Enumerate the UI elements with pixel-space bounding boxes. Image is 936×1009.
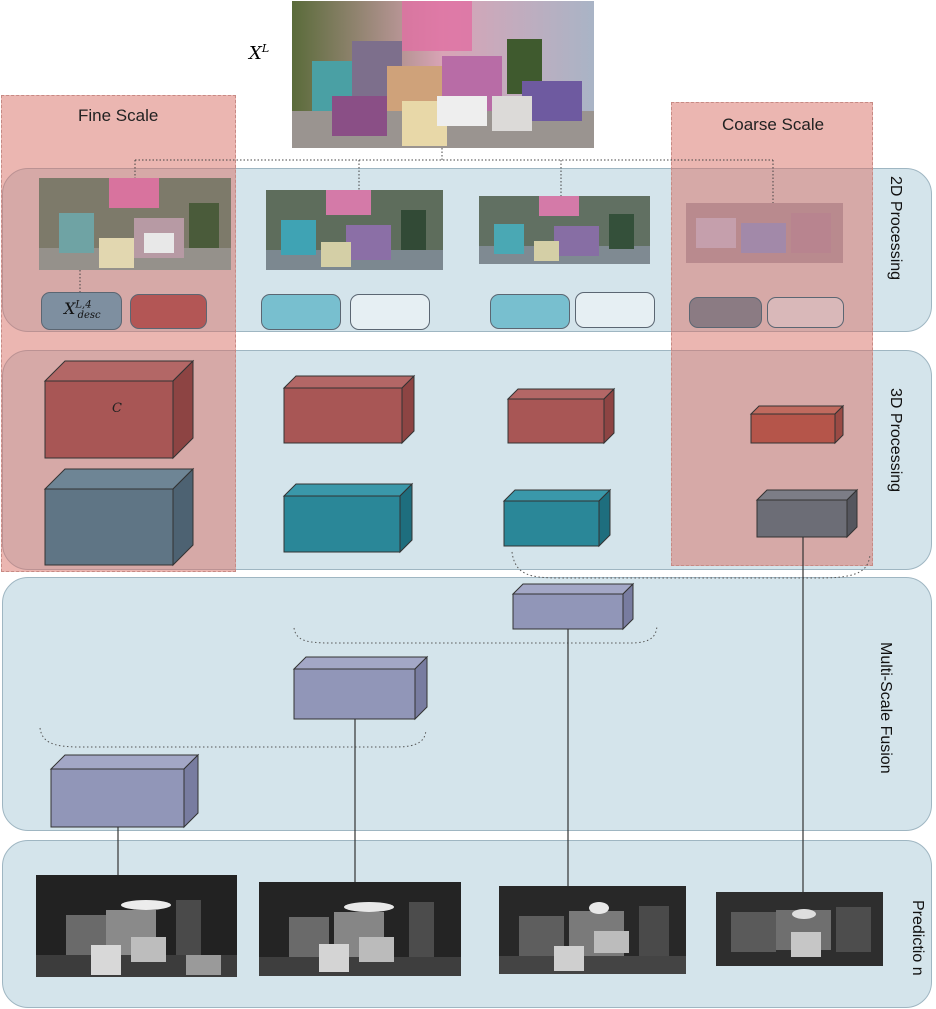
stage-label-prediction: Predictio n bbox=[909, 900, 926, 976]
stage-label-2d: 2D Processing bbox=[887, 176, 904, 281]
feature-pill-teal-3 bbox=[490, 294, 570, 329]
fusion-volume-3 bbox=[49, 753, 200, 829]
feature-image-scale-2 bbox=[266, 190, 443, 270]
feature-pill-gray-4 bbox=[689, 297, 762, 328]
fusion-volume-1 bbox=[511, 582, 635, 631]
input-label: XL bbox=[249, 42, 270, 64]
coarse-scale-label: Coarse Scale bbox=[722, 115, 825, 134]
depth-prediction-scale-3 bbox=[499, 886, 686, 974]
regularized-volume-scale-3 bbox=[502, 488, 612, 548]
regularized-volume-scale-4 bbox=[755, 488, 859, 539]
cost-volume-scale-4 bbox=[749, 404, 845, 445]
depth-prediction-scale-1 bbox=[36, 875, 237, 977]
regularized-volume-scale-2 bbox=[282, 482, 414, 554]
fusion-volume-2 bbox=[292, 655, 429, 721]
feature-pill-red-1 bbox=[130, 294, 207, 329]
stage-label-3d: 3D Processing bbox=[887, 388, 904, 493]
coarse-scale-region bbox=[671, 102, 873, 566]
depth-prediction-scale-4 bbox=[716, 892, 883, 966]
feature-pill-white-4 bbox=[767, 297, 844, 328]
fine-scale-label: Fine Scale bbox=[78, 106, 159, 125]
stage-label-fusion: Multi-Scale Fusion bbox=[877, 642, 894, 774]
descriptor-pill: XL,4desc bbox=[41, 292, 122, 330]
cost-volume-scale-1: C bbox=[43, 359, 195, 460]
cost-volume-scale-3 bbox=[506, 387, 616, 445]
input-image bbox=[292, 1, 594, 148]
feature-image-scale-1 bbox=[39, 178, 231, 270]
cost-volume-label: C bbox=[112, 401, 122, 416]
feature-pill-white-2 bbox=[350, 294, 430, 330]
feature-image-scale-3 bbox=[479, 196, 650, 264]
feature-image-scale-4 bbox=[686, 203, 843, 263]
feature-pill-white-3 bbox=[575, 292, 655, 328]
regularized-volume-scale-1 bbox=[43, 467, 195, 567]
feature-pill-teal-2 bbox=[261, 294, 341, 330]
depth-prediction-scale-2 bbox=[259, 882, 461, 976]
cost-volume-scale-2 bbox=[282, 374, 416, 445]
